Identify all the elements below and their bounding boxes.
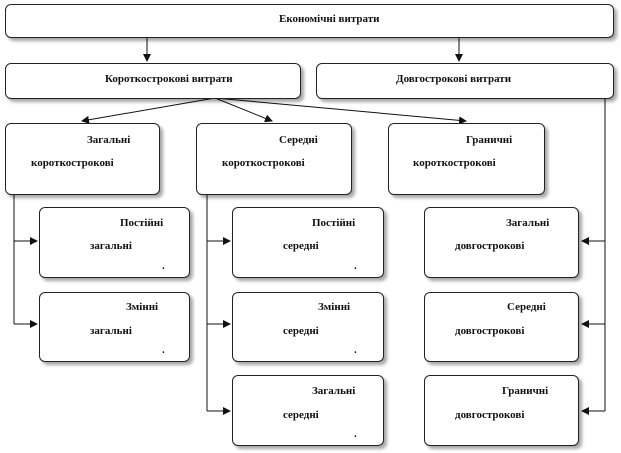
marginal-long-run-node: Граничні довгострокові [424,375,579,446]
arrow-short-run-to-marginal [214,97,467,125]
short-run-node: Короткострокові витрати [5,63,301,99]
fixed-avg-line2: середні [283,240,319,252]
root-label: Економічні витрати [279,13,380,25]
long-run-label: Довгострокові витрати [396,73,512,85]
arrow-short-run-to-general [81,97,216,124]
fixed-avg-mark: . [354,260,357,272]
total-avg-mark: . [354,428,357,440]
total-avg-line1: Загальні [312,385,356,397]
average-sr-line1: Середні [279,134,318,146]
average-sr-line2: короткострокові [222,157,305,169]
fixed-total-line1: Постійні [120,217,164,229]
general-lr-line1: Загальні [506,217,550,229]
variable-total-mark: . [162,344,165,356]
average-short-run-node: Середні короткострокові [196,123,352,195]
variable-avg-mark: . [354,344,357,356]
variable-total-node: Змінні загальні . [39,292,190,362]
variable-total-line1: Змінні [126,301,159,313]
marginal-sr-line2: короткострокові [413,157,496,169]
general-sr-line1: Загальні [87,134,131,146]
variable-average-node: Змінні середні . [232,292,384,362]
general-sr-line2: короткострокові [31,157,114,169]
fixed-total-node: Постійні загальні . [39,207,190,278]
variable-total-line2: загальні [90,325,132,337]
general-long-run-node: Загальні довгострокові [424,207,579,278]
average-lr-line1: Середні [507,301,546,313]
general-lr-line2: довгострокові [455,240,525,252]
marginal-short-run-node: Граничні короткострокові [388,123,545,195]
total-average-node: Загальні середні . [232,375,384,446]
root-node: Економічні витрати [5,4,614,38]
fixed-average-node: Постійні середні . [232,207,384,278]
marginal-sr-line1: Граничні [466,134,513,146]
marginal-lr-line1: Граничні [502,385,549,397]
fixed-total-line2: загальні [90,240,132,252]
average-long-run-node: Середні довгострокові [424,292,579,362]
long-run-node: Довгострокові витрати [316,63,614,99]
fixed-total-mark: . [162,260,165,272]
short-run-label: Короткострокові витрати [105,73,233,85]
average-lr-line2: довгострокові [455,325,525,337]
marginal-lr-line2: довгострокові [455,409,525,421]
fixed-avg-line1: Постійні [312,217,356,229]
total-avg-line2: середні [283,409,319,421]
arrow-short-run-to-average [214,97,273,123]
variable-avg-line2: середні [283,325,319,337]
general-short-run-node: Загальні короткострокові [5,123,160,195]
variable-avg-line1: Змінні [318,301,351,313]
